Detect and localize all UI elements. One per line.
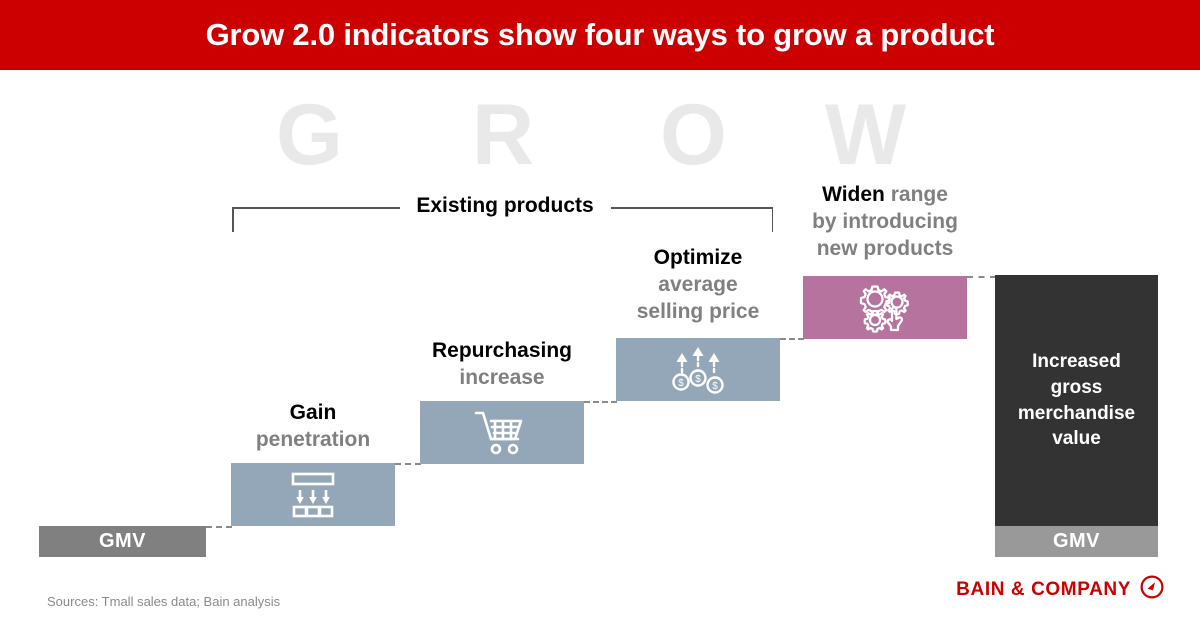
label-repurchasing: Repurchasing increase xyxy=(382,338,622,392)
bracket-line-right xyxy=(611,207,773,209)
bar-widen-range xyxy=(803,276,967,339)
connector-optimize-to-widen xyxy=(780,338,804,340)
bar-total-gmv: Increased gross merchandise value xyxy=(995,275,1158,526)
label-optimize-line3: selling price xyxy=(636,299,760,323)
bracket-tick-right xyxy=(771,207,773,232)
shopping-cart-icon xyxy=(473,409,531,457)
watermark-letter-g: G xyxy=(276,87,343,183)
connector-widen-to-total xyxy=(967,276,996,278)
label-widen-line2: by introducing xyxy=(812,209,958,233)
label-optimize: Optimize average selling price xyxy=(578,245,818,326)
bar-total-gmv-footer: GMV xyxy=(995,526,1158,557)
bar-gmv-start: GMV xyxy=(39,526,206,557)
label-repurchasing-headline: Repurchasing xyxy=(431,339,573,362)
watermark-letter-o: O xyxy=(660,87,727,183)
bar-total-gmv-footer-label: GMV xyxy=(1052,530,1101,552)
bar-total-gmv-label: Increased gross merchandise value xyxy=(1017,351,1136,450)
bracket-line-left xyxy=(232,207,404,209)
label-widen-line3: new products xyxy=(816,236,954,260)
connector-repurchasing-to-optimize xyxy=(584,401,617,403)
label-optimize-headline: Optimize xyxy=(653,246,743,269)
label-optimize-line2: average xyxy=(658,272,738,296)
svg-text:$: $ xyxy=(695,374,701,385)
distribution-funnel-icon xyxy=(282,472,344,518)
bracket-label: Existing products xyxy=(400,194,610,218)
label-repurchasing-line2: increase xyxy=(459,365,545,389)
label-gain-headline: Gain xyxy=(289,401,337,424)
label-widen: Widen range by introducing new products xyxy=(765,182,1005,263)
bain-circle-icon xyxy=(1140,575,1164,604)
bar-optimize-asp: $ $ $ xyxy=(616,338,780,401)
page-title: Grow 2.0 indicators show four ways to gr… xyxy=(205,17,995,52)
connector-gain-to-repurchasing xyxy=(395,463,421,465)
label-gain: Gain penetration xyxy=(193,400,433,454)
bar-repurchasing-increase xyxy=(420,401,584,464)
title-banner: Grow 2.0 indicators show four ways to gr… xyxy=(0,0,1200,70)
bracket-tick-left xyxy=(232,207,234,232)
bar-gmv-start-label: GMV xyxy=(98,530,147,552)
existing-products-bracket: Existing products xyxy=(232,194,773,233)
connector-gmv-to-gain xyxy=(206,526,232,528)
rising-price-arrows-icon: $ $ $ xyxy=(666,345,730,395)
svg-text:$: $ xyxy=(678,378,684,389)
svg-text:$: $ xyxy=(712,381,718,392)
label-widen-headline: Widen xyxy=(822,183,885,206)
sources-note: Sources: Tmall sales data; Bain analysis xyxy=(47,594,281,609)
bain-company-wordmark: BAIN & COMPANY xyxy=(956,578,1131,600)
gears-click-icon xyxy=(854,283,916,333)
bain-company-logo: BAIN & COMPANY xyxy=(956,575,1164,604)
label-gain-line2: penetration xyxy=(255,427,371,451)
label-widen-line1-rest: range xyxy=(884,183,948,206)
bar-gain-penetration xyxy=(231,463,395,526)
watermark-letter-r: R xyxy=(472,87,535,183)
watermark-letter-w: W xyxy=(825,87,907,183)
